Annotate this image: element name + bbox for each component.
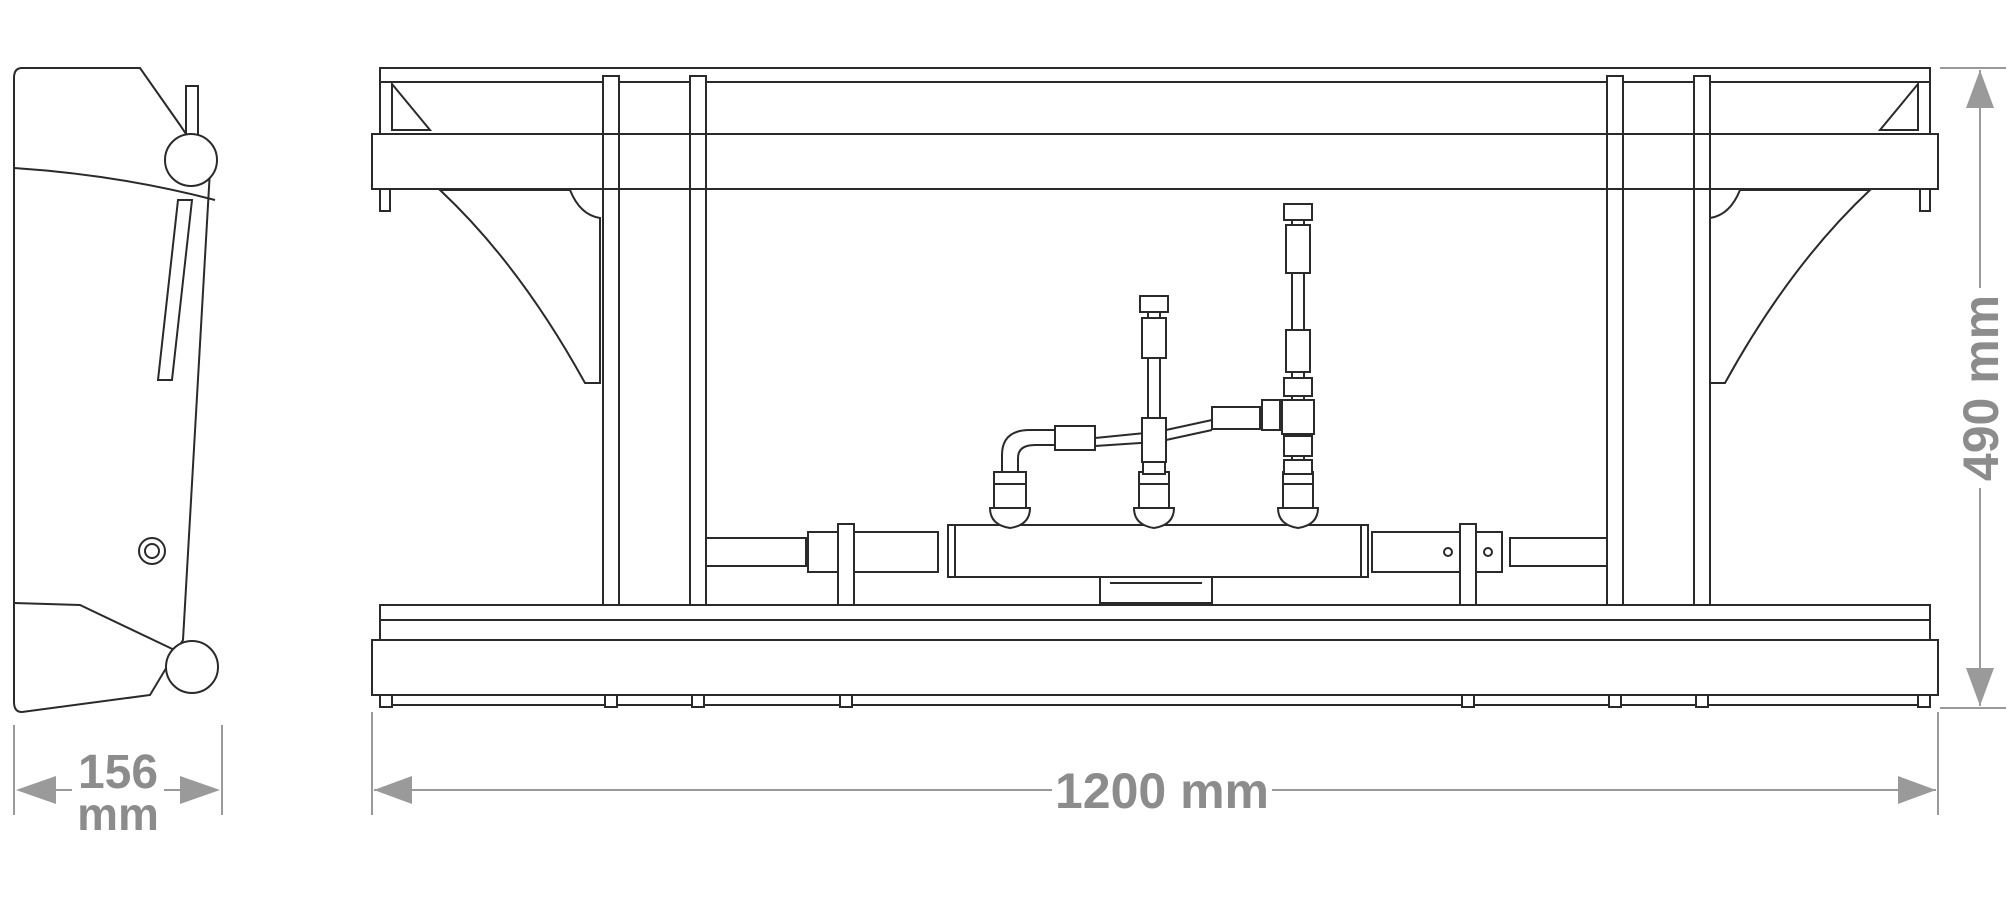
bottom-beam [371, 639, 1939, 696]
top-rail [379, 67, 1931, 135]
side-view [13, 67, 219, 714]
right-clamp [1371, 531, 1503, 573]
front-view [371, 67, 1939, 708]
post [689, 75, 707, 639]
height-dimension: 490 mm [1940, 67, 2009, 709]
post [1606, 75, 1624, 639]
left-gusset [437, 189, 601, 384]
top-beam [371, 133, 1939, 190]
bottom-rail [379, 604, 1931, 641]
post [602, 75, 620, 639]
right-gusset [1709, 189, 1873, 384]
depth-unit: mm [77, 788, 159, 840]
width-label: 1200 mm [1055, 763, 1269, 819]
post [1693, 75, 1711, 639]
depth-dimension: 156 mm [13, 725, 223, 840]
manifold [947, 524, 1369, 578]
height-label: 490 mm [1953, 295, 2009, 481]
left-clamp [807, 531, 939, 573]
width-dimension: 1200 mm [371, 712, 1939, 819]
depth-value: 156 [78, 746, 158, 799]
